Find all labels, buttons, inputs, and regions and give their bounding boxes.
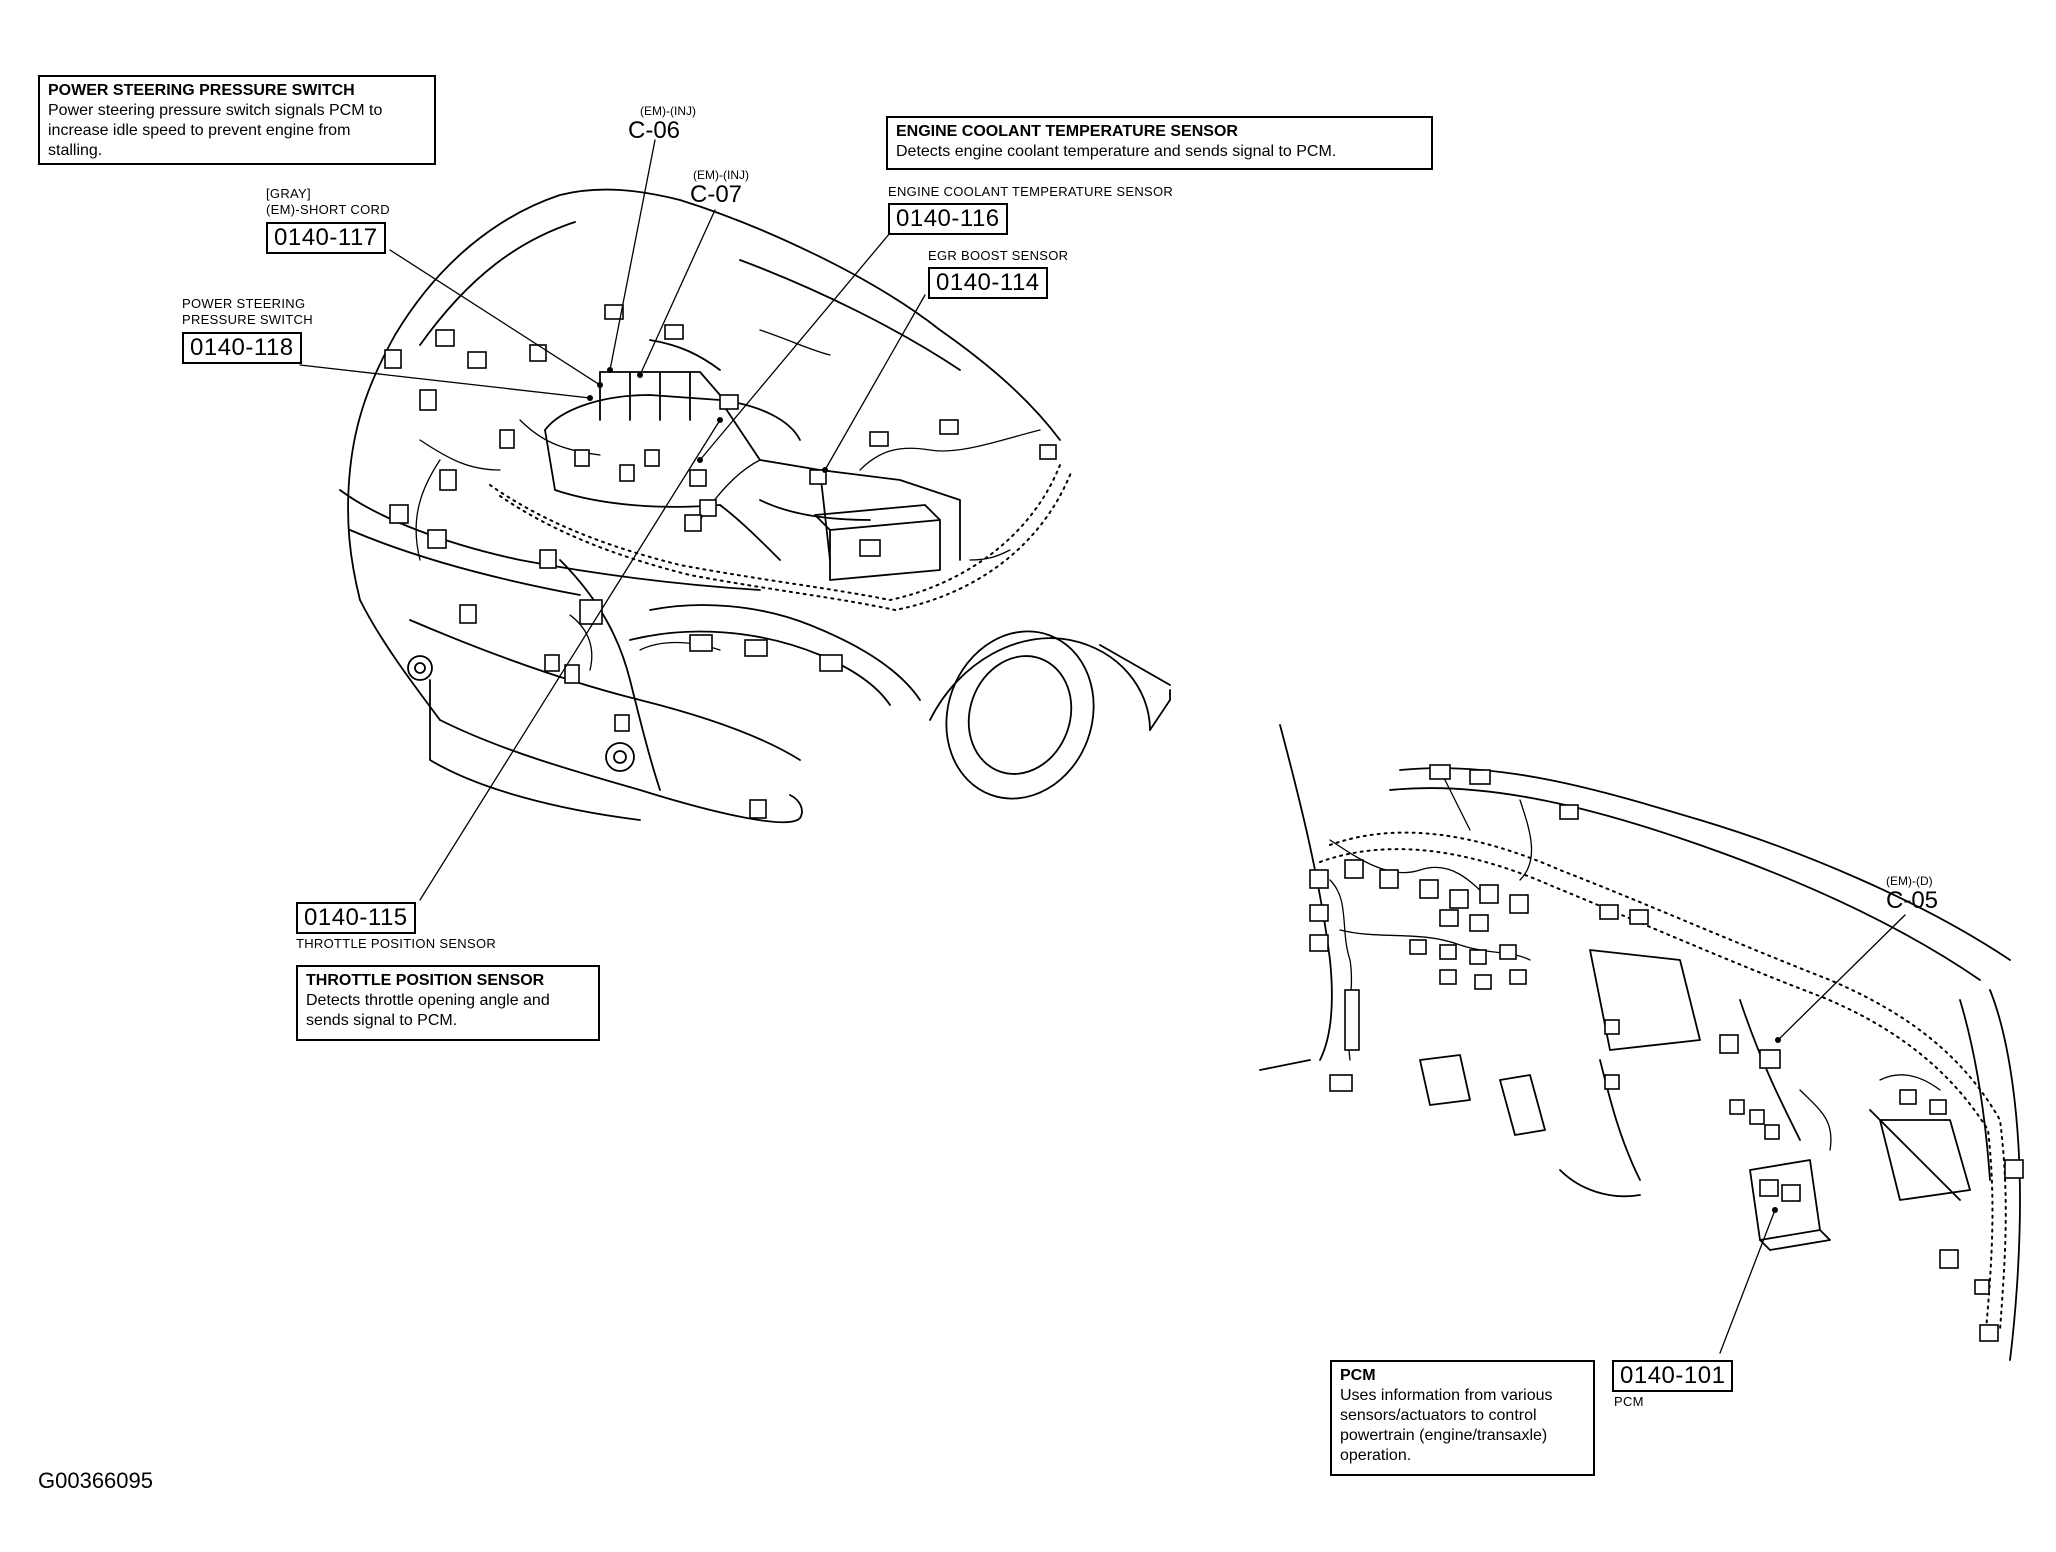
component-label-0140-115: THROTTLE POSITION SENSOR bbox=[296, 936, 497, 951]
connector-tag-c05: (EM)-(D) bbox=[1886, 874, 1933, 888]
component-code-0140-115: 0140-115 bbox=[296, 902, 416, 934]
component-label-0140-117: [GRAY] (EM)-SHORT CORD bbox=[266, 186, 390, 217]
leader-lines bbox=[299, 139, 1906, 1354]
power-steering-switch-description: POWER STEERING PRESSURE SWITCH Power ste… bbox=[38, 75, 436, 165]
connector-id-c06: C-06 bbox=[628, 117, 681, 144]
instrument-panel-drawing bbox=[1259, 724, 2024, 1361]
component-label-0140-118: POWER STEERING PRESSURE SWITCH bbox=[182, 296, 313, 327]
description-body: Power steering pressure switch signals P… bbox=[48, 102, 383, 159]
description-body: Detects throttle opening angle and sends… bbox=[306, 992, 550, 1029]
figure-id: G00366095 bbox=[38, 1468, 153, 1493]
description-title: POWER STEERING PRESSURE SWITCH bbox=[48, 82, 355, 99]
description-body: Uses information from various sensors/ac… bbox=[1340, 1387, 1553, 1464]
component-label-0140-114: EGR BOOST SENSOR bbox=[928, 248, 1069, 263]
pcm-description: PCM Uses information from various sensor… bbox=[1330, 1360, 1595, 1476]
connector-id-c07: C-07 bbox=[690, 181, 743, 208]
component-code-0140-118: 0140-118 bbox=[182, 332, 302, 364]
connector-tag-c06: (EM)-(INJ) bbox=[640, 104, 696, 118]
component-label-0140-101: PCM bbox=[1614, 1394, 1644, 1409]
connector-tag-c07: (EM)-(INJ) bbox=[693, 168, 749, 182]
description-body: Detects engine coolant temperature and s… bbox=[896, 143, 1337, 160]
description-title: THROTTLE POSITION SENSOR bbox=[306, 972, 545, 989]
connector-id-c05: C-05 bbox=[1886, 887, 1939, 914]
tps-description: THROTTLE POSITION SENSOR Detects throttl… bbox=[296, 965, 600, 1041]
ect-sensor-description: ENGINE COOLANT TEMPERATURE SENSOR Detect… bbox=[886, 116, 1433, 170]
component-code-0140-101: 0140-101 bbox=[1612, 1360, 1734, 1392]
engine-compartment-drawing bbox=[339, 188, 1171, 824]
description-title: PCM bbox=[1340, 1367, 1376, 1384]
component-code-0140-117: 0140-117 bbox=[266, 222, 386, 254]
component-code-0140-116: 0140-116 bbox=[888, 203, 1008, 235]
component-label-0140-116: ENGINE COOLANT TEMPERATURE SENSOR bbox=[888, 184, 1174, 199]
description-title: ENGINE COOLANT TEMPERATURE SENSOR bbox=[896, 123, 1238, 140]
component-code-0140-114: 0140-114 bbox=[928, 267, 1048, 299]
